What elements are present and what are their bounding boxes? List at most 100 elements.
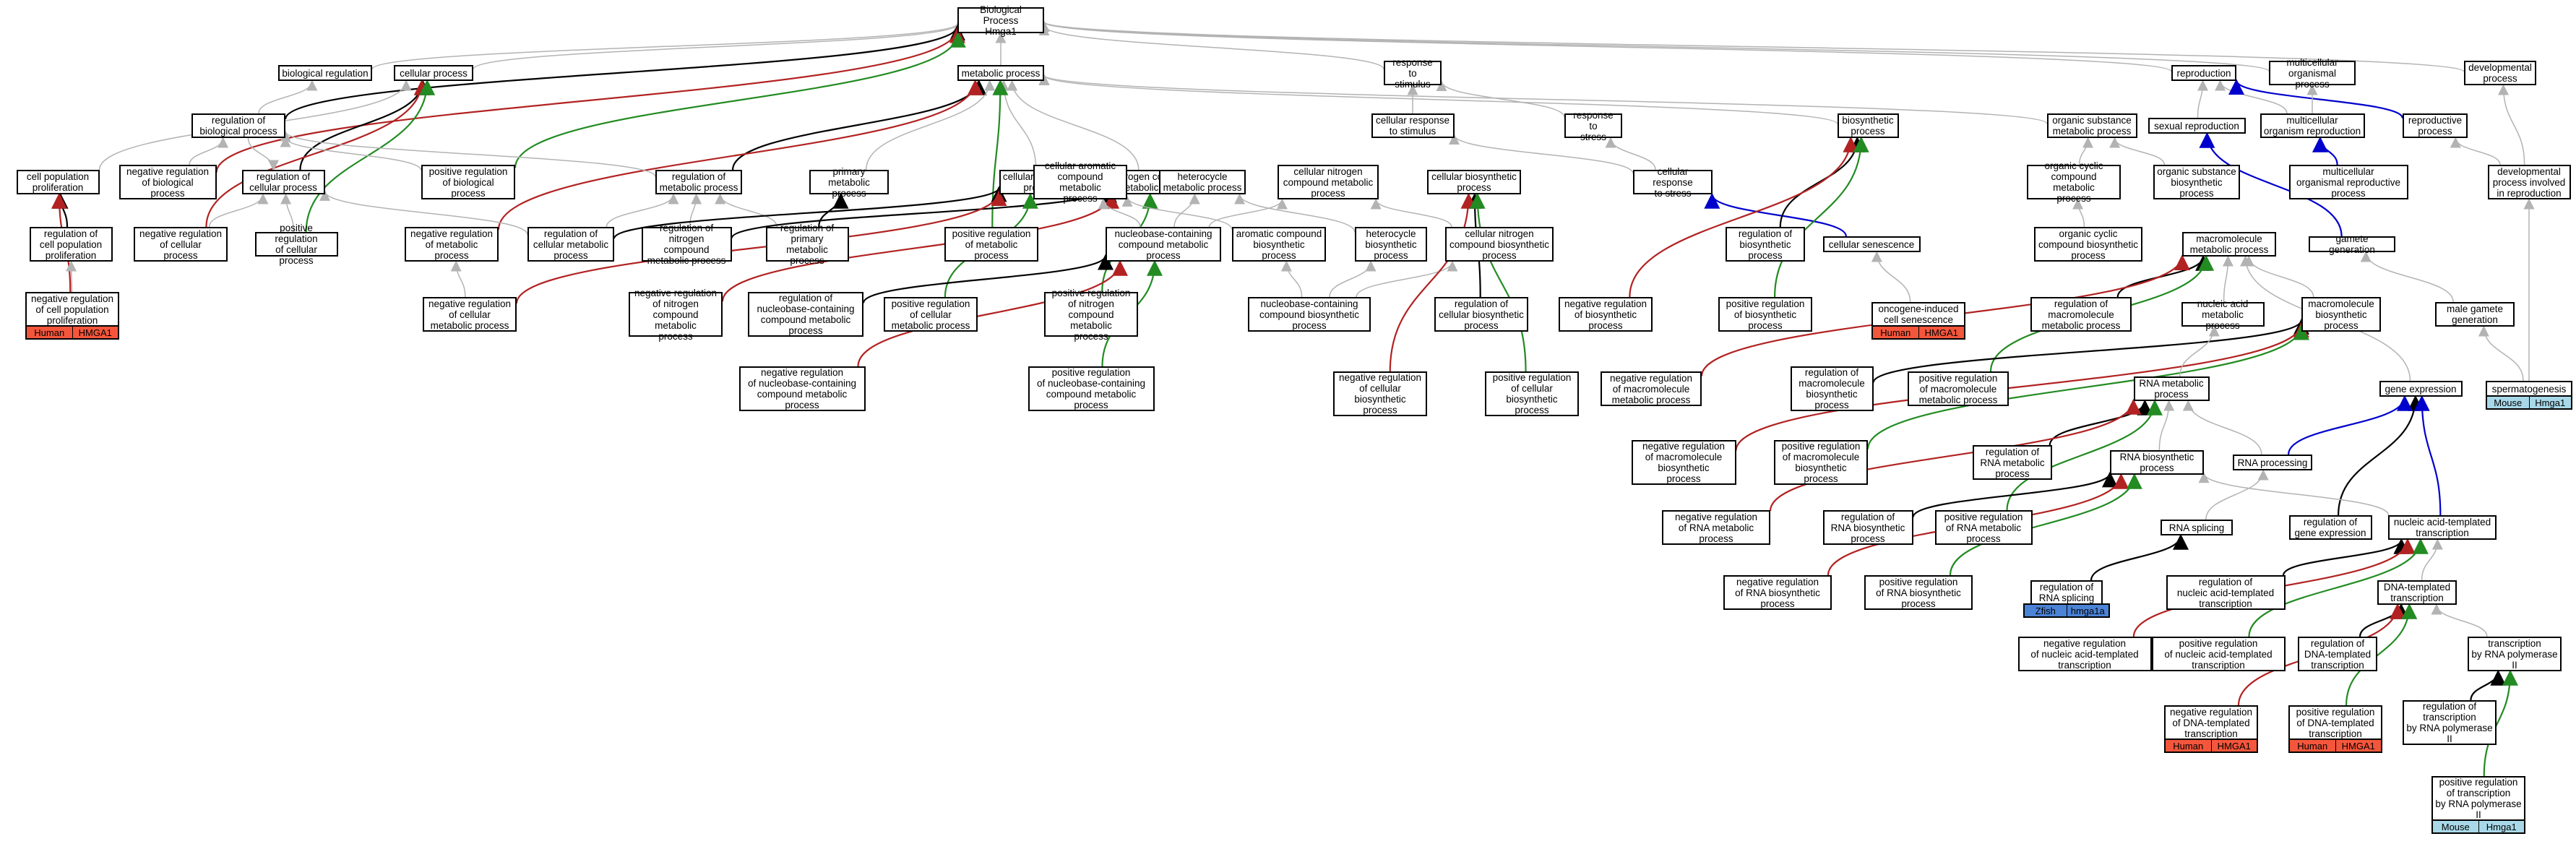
go-term-macbiosyn[interactable]: macromolecule biosynthetic process [2301,297,2381,332]
go-term-rnamet[interactable]: RNA metabolic process [2133,376,2210,401]
go-term-negregprolif[interactable]: negative regulation of cell population p… [25,292,119,327]
go-term-respstim[interactable]: response to stimulus [1384,57,1442,90]
go-term-negregmacbiosyn[interactable]: negative regulation of macromolecule bio… [1631,440,1736,485]
go-term-orgsub[interactable]: organic substance metabolic process [2046,113,2137,138]
go-term-negregrnabiosyn[interactable]: negative regulation of RNA biosynthetic … [1723,575,1832,610]
go-term-cellprolif[interactable]: cell population proliferation [16,170,100,194]
go-term-posregcbiosyn[interactable]: positive regulation of cellular biosynth… [1485,371,1579,416]
go-term-repproc[interactable]: reproductive process [2403,113,2468,138]
go-term-hetbiosyn[interactable]: heterocycle biosynthetic process [1355,227,1427,262]
go-term-negregnbcmet[interactable]: negative regulation of nucleobase-contai… [738,366,866,411]
go-term-cbiosyn[interactable]: cellular biosynthetic process [1427,170,1521,194]
go-term-regmacbiosyn[interactable]: regulation of macromolecule biosynthetic… [1790,366,1874,411]
go-term-posregcellmet[interactable]: positive regulation of cellular metaboli… [884,297,978,332]
go-term-negregncmet[interactable]: negative regulation of nitrogen compound… [629,288,723,342]
go-term-regrnasplic[interactable]: regulation of RNA splicing [2030,580,2103,605]
go-term-spermato[interactable]: spermatogenesis [2486,381,2572,397]
go-term-negregcbiosyn[interactable]: negative regulation of cellular biosynth… [1333,371,1427,416]
go-term-occbiosyn[interactable]: organic cyclic compound biosynthetic pro… [2034,227,2142,262]
go-term-occmet[interactable]: organic cyclic compound metabolic proces… [2027,160,2121,204]
go-term-macmet[interactable]: macromolecule metabolic process [2182,232,2276,257]
go-term-regrnabiosyn[interactable]: regulation of RNA biosynthetic process [1822,510,1913,545]
go-term-bp[interactable]: Biological Process Hmga1 [957,4,1044,37]
go-term-regmet[interactable]: regulation of metabolic process [655,170,742,194]
go-term-respstress[interactable]: response to stress [1564,110,1622,142]
go-term-posregbio[interactable]: positive regulation of biological proces… [421,165,515,199]
go-term-repro[interactable]: reproduction [2171,65,2236,81]
go-term-posregmet[interactable]: positive regulation of metabolic process [944,227,1038,262]
go-term-regbio[interactable]: regulation of biological process [191,113,285,138]
go-term-reggeneexp[interactable]: regulation of gene expression [2288,515,2372,540]
go-term-posregnbcmet[interactable]: positive regulation of nucleobase-contai… [1028,366,1155,411]
go-term-posregrnabiosyn[interactable]: positive regulation of RNA biosynthetic … [1864,575,1973,610]
go-term-cellproc[interactable]: cellular process [394,65,473,81]
go-term-posregmacmet[interactable]: positive regulation of macromolecule met… [1908,371,2009,406]
go-term-posregcell[interactable]: positive regulation of cellular process [254,223,338,266]
go-term-negregbio[interactable]: negative regulation of biological proces… [119,165,217,199]
go-term-namet[interactable]: nucleic acid metabolic process [2181,298,2265,331]
go-term-dnatrans[interactable]: DNA-templated transcription [2377,580,2457,605]
go-term-negregdnatrans[interactable]: negative regulation of DNA-templated tra… [2164,705,2258,740]
go-term-regprolif[interactable]: regulation of cell population proliferat… [29,227,113,262]
go-term-regncmet[interactable]: regulation of nitrogen compound metaboli… [641,223,732,266]
go-term-geneexp[interactable]: gene expression [2379,381,2463,397]
go-term-posregncmet[interactable]: positive regulation of nitrogen compound… [1044,288,1138,342]
go-term-posregdnatrans[interactable]: positive regulation of DNA-templated tra… [2288,705,2382,740]
go-term-biosyn[interactable]: biosynthetic process [1837,113,1899,138]
go-term-negregmacmet[interactable]: negative regulation of macromolecule met… [1601,371,1702,406]
go-term-regcell[interactable]: regulation of cellular process [241,170,325,194]
go-term-devrep[interactable]: developmental process involved in reprod… [2487,165,2571,199]
go-term-cnitmet[interactable]: cellular nitrogen compound metabolic pro… [1278,165,1379,199]
go-term-devproc[interactable]: developmental process [2464,61,2536,85]
go-term-negregbiosyn[interactable]: negative regulation of biosynthetic proc… [1559,297,1653,332]
go-term-regdnatrans[interactable]: regulation of DNA-templated transcriptio… [2298,637,2377,671]
go-term-multorg[interactable]: multicellular organismal process [2269,57,2356,90]
go-term-negregnatrans[interactable]: negative regulation of nucleic acid-temp… [2017,637,2152,671]
go-term-caromet[interactable]: cellular aromatic compound metabolic pro… [1033,160,1127,204]
go-term-cncbiosyn[interactable]: cellular nitrogen compound biosynthetic … [1445,227,1554,262]
go-term-bioreg[interactable]: biological regulation [278,65,372,81]
go-term-transpol2[interactable]: transcription by RNA polymerase II [2468,637,2562,671]
go-term-negregmet[interactable]: negative regulation of metabolic process [405,227,499,262]
go-term-regcbiosyn[interactable]: regulation of cellular biosynthetic proc… [1434,297,1528,332]
go-term-nbcbiosyn[interactable]: nucleobase-containing compound biosynthe… [1248,297,1371,332]
go-term-posregrnamet[interactable]: positive regulation of RNA metabolic pro… [1934,510,2033,545]
go-term-regbiosyn[interactable]: regulation of biosynthetic process [1726,227,1805,262]
go-term-regprimmet[interactable]: regulation of primary metabolic process [765,223,849,266]
go-term-cresstress[interactable]: cellular response to stress [1633,166,1713,199]
go-term-cellsen[interactable]: cellular senescence [1822,236,1921,252]
go-term-oncosen[interactable]: oncogene-induced cell senescence [1871,302,1965,327]
go-term-regrnamet[interactable]: regulation of RNA metabolic process [1973,445,2052,480]
go-term-natrans[interactable]: nucleic acid-templated transcription [2388,515,2497,540]
go-term-regcellmet[interactable]: regulation of cellular metabolic process [527,227,614,262]
go-term-regnatrans[interactable]: regulation of nucleic acid-templated tra… [2166,575,2286,610]
go-term-regnbcmet[interactable]: regulation of nucleobase-containing comp… [748,292,863,337]
go-term-regmacmet[interactable]: regulation of macromolecule metabolic pr… [2030,297,2132,332]
go-term-rnabiosyn[interactable]: RNA biosynthetic process [2110,450,2204,475]
go-term-posregmacbiosyn[interactable]: positive regulation of macromolecule bio… [1774,440,1868,485]
go-term-posregnatrans[interactable]: positive regulation of nucleic acid-temp… [2151,637,2286,671]
go-term-posregtranspol2[interactable]: positive regulation of transcription by … [2431,776,2525,821]
go-term-hetmet[interactable]: heterocycle metabolic process [1159,170,1246,194]
go-term-morgrep[interactable]: multicellular organismal reproductive pr… [2288,165,2408,199]
go-term-cellresp[interactable]: cellular response to stimulus [1371,113,1455,138]
go-term-rnasplic[interactable]: RNA splicing [2161,520,2233,535]
go-term-malegam[interactable]: male gamete generation [2435,302,2515,327]
go-term-acbiosyn[interactable]: aromatic compound biosynthetic process [1232,227,1326,262]
go-term-primmet[interactable]: primary metabolic process [809,166,889,199]
go-term-posregbiosyn[interactable]: positive regulation of biosynthetic proc… [1718,297,1812,332]
go-term-regtranspol2[interactable]: regulation of transcription by RNA polym… [2403,700,2497,745]
go-term-gamgen[interactable]: gamete generation [2309,233,2395,255]
go-term-metab[interactable]: metabolic process [957,65,1044,81]
go-term-multrep[interactable]: multicellular organism reproduction [2260,113,2365,138]
go-term-nbcmet[interactable]: nucleobase-containing compound metabolic… [1106,227,1221,262]
go-term-negregcellmet[interactable]: negative regulation of cellular metaboli… [423,297,517,332]
go-term-negregcell[interactable]: negative regulation of cellular process [134,227,228,262]
go-term-sexrep[interactable]: sexual reproduction [2148,118,2246,134]
